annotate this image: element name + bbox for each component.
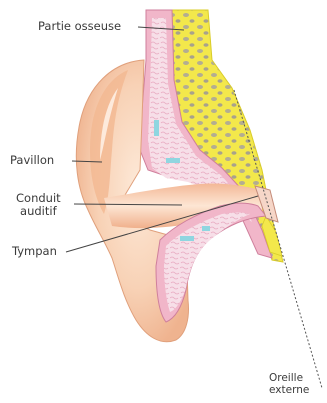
label-tympan: Tympan: [12, 245, 57, 258]
label-oreille-externe: Oreille externe: [269, 372, 309, 396]
blue-cell: [154, 120, 159, 136]
label-conduit-auditif: Conduit auditif: [16, 192, 61, 218]
label-oreille-line2: externe: [269, 384, 309, 396]
label-oreille-line1: Oreille: [269, 372, 309, 384]
blue-cell: [166, 158, 180, 163]
blue-cell: [202, 226, 210, 231]
label-conduit-line2: auditif: [16, 205, 61, 218]
blue-cell: [180, 236, 194, 241]
label-partie-osseuse: Partie osseuse: [38, 20, 121, 33]
label-pavillon: Pavillon: [10, 154, 54, 167]
